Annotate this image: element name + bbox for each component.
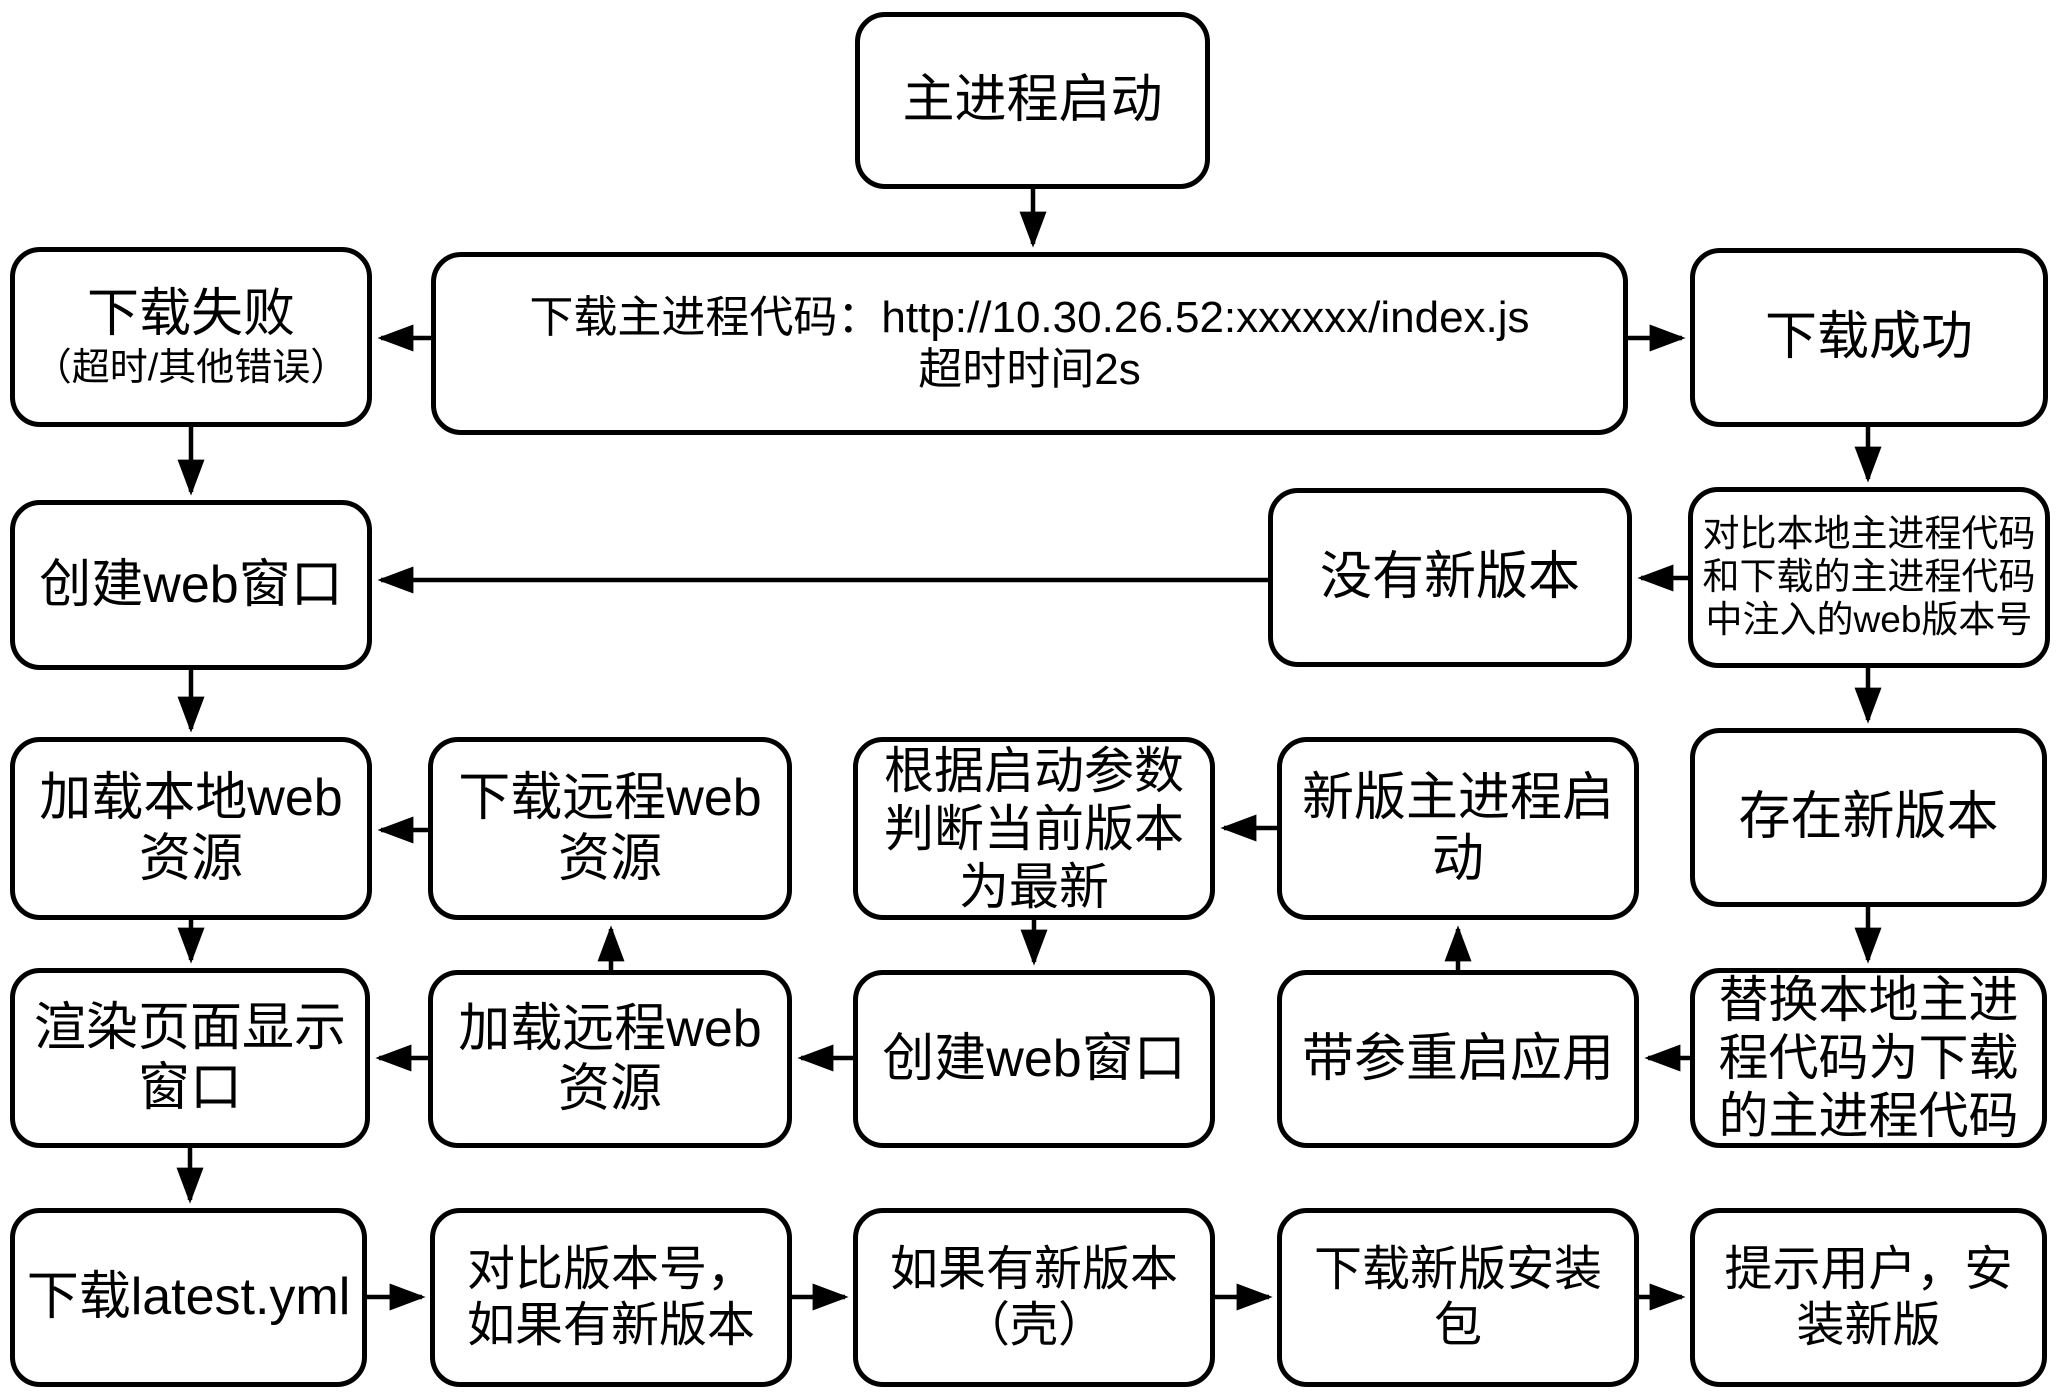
node-render-page: 渲染页面显示 窗口: [10, 968, 370, 1148]
node-judge-current-latest-label: 根据启动参数 判断当前版本 为最新: [884, 742, 1184, 915]
node-new-main-start: 新版主进程启 动: [1277, 737, 1639, 920]
node-judge-current-latest: 根据启动参数 判断当前版本 为最新: [853, 737, 1215, 920]
node-compare-version-number-label: 对比版本号， 如果有新版本: [466, 1242, 755, 1352]
node-main-start-label: 主进程启动: [902, 71, 1163, 130]
node-download-fail-label: 下载失败: [86, 284, 295, 343]
node-download-success-label: 下载成功: [1764, 308, 1973, 367]
node-no-new-version-label: 没有新版本: [1319, 548, 1580, 607]
node-download-success: 下载成功: [1690, 248, 2048, 427]
node-prompt-user-install-label: 提示用户，安 装新版: [1724, 1242, 2013, 1352]
node-compare-web-version-label: 对比本地主进程代码 和下载的主进程代码 中注入的web版本号: [1702, 513, 2036, 640]
node-restart-with-args-label: 带参重启应用: [1301, 1029, 1614, 1088]
node-download-main-label: 下载主进程代码：http://10.30.26.52:xxxxxx/index.…: [529, 293, 1530, 394]
node-create-web-window-1: 创建web窗口: [10, 500, 372, 670]
node-replace-local-code: 替换本地主进 程代码为下载 的主进程代码: [1690, 968, 2047, 1148]
node-download-remote-web-label: 下载远程web 资源: [458, 769, 762, 888]
node-if-new-version-shell: 如果有新版本 （壳）: [853, 1208, 1215, 1387]
node-restart-with-args: 带参重启应用: [1277, 970, 1639, 1148]
node-main-start: 主进程启动: [855, 12, 1210, 189]
node-download-new-installer-label: 下载新版安装 包: [1313, 1242, 1602, 1352]
node-download-fail: 下载失败 （超时/其他错误）: [10, 247, 372, 427]
node-load-remote-web: 加载远程web 资源: [428, 970, 792, 1148]
node-new-main-start-label: 新版主进程启 动: [1301, 769, 1614, 888]
node-create-web-window-2-label: 创建web窗口: [882, 1029, 1186, 1088]
node-create-web-window-1-label: 创建web窗口: [39, 555, 343, 614]
node-download-latest-yml-label: 下载latest.yml: [26, 1268, 351, 1327]
node-no-new-version: 没有新版本: [1268, 488, 1632, 667]
node-download-fail-sublabel: （超时/其他错误）: [33, 347, 349, 390]
node-compare-web-version: 对比本地主进程代码 和下载的主进程代码 中注入的web版本号: [1688, 487, 2050, 668]
node-download-main: 下载主进程代码：http://10.30.26.52:xxxxxx/index.…: [431, 252, 1628, 435]
node-create-web-window-2: 创建web窗口: [853, 970, 1215, 1148]
node-render-page-label: 渲染页面显示 窗口: [33, 998, 346, 1117]
node-exists-new-version: 存在新版本: [1690, 728, 2047, 907]
node-download-new-installer: 下载新版安装 包: [1277, 1208, 1639, 1387]
node-compare-version-number: 对比版本号， 如果有新版本: [430, 1208, 792, 1387]
node-load-local-web: 加载本地web 资源: [10, 737, 372, 920]
node-load-local-web-label: 加载本地web 资源: [39, 769, 343, 888]
node-download-latest-yml: 下载latest.yml: [10, 1208, 367, 1387]
node-load-remote-web-label: 加载远程web 资源: [458, 999, 762, 1118]
node-download-remote-web: 下载远程web 资源: [428, 737, 792, 920]
node-replace-local-code-label: 替换本地主进 程代码为下载 的主进程代码: [1718, 972, 2019, 1144]
node-exists-new-version-label: 存在新版本: [1738, 788, 1999, 847]
node-if-new-version-shell-label: 如果有新版本 （壳）: [889, 1242, 1178, 1352]
node-prompt-user-install: 提示用户，安 装新版: [1690, 1208, 2047, 1387]
